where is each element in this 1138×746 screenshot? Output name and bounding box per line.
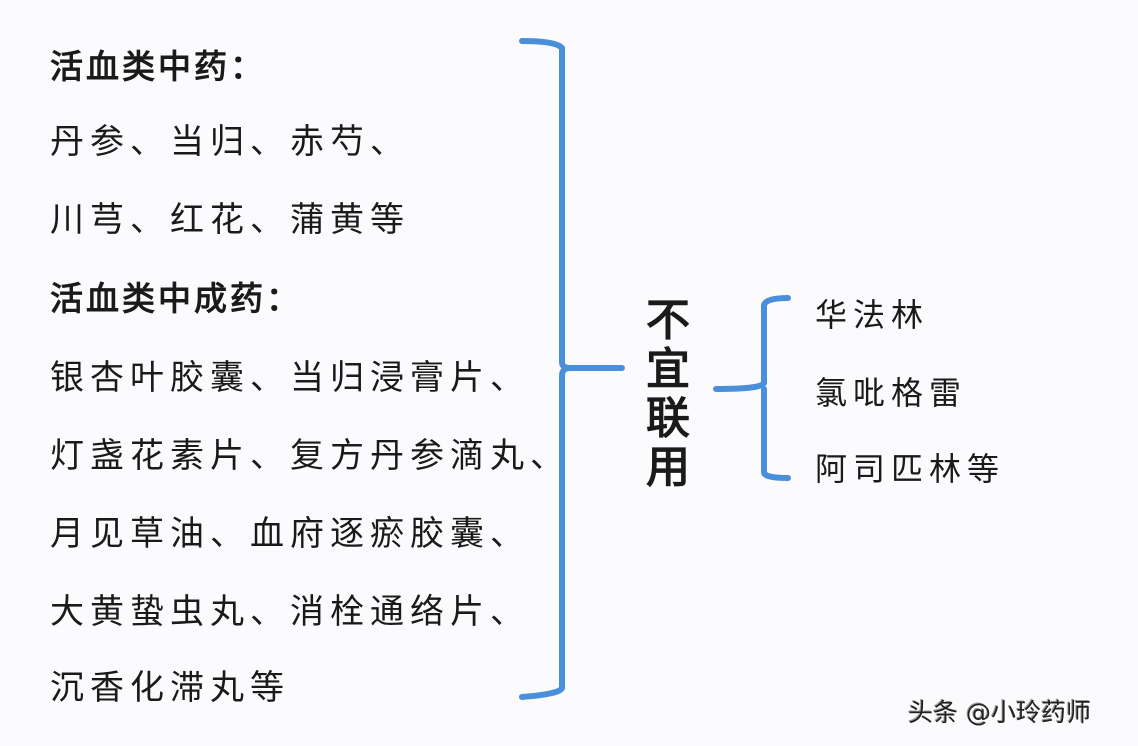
left-brace-icon bbox=[519, 38, 625, 700]
label-char: 联 bbox=[646, 393, 690, 444]
watermark: 头条 @小玲药师 bbox=[908, 698, 1091, 727]
drug-item-warfarin: 华法林 bbox=[815, 296, 930, 334]
label-char: 不 bbox=[646, 295, 690, 346]
patent-line-2: 灯盏花素片、复方丹参滴丸、 bbox=[50, 436, 570, 476]
herbs-line-2: 川芎、红花、蒲黄等 bbox=[50, 200, 410, 240]
patent-heading: 活血类中成药： bbox=[50, 279, 302, 318]
right-brace-icon bbox=[713, 295, 791, 481]
herbs-line-1: 丹参、当归、赤芍、 bbox=[50, 122, 410, 162]
drug-item-clopidogrel: 氯吡格雷 bbox=[815, 374, 968, 412]
not-combine-label: 不 宜 联 用 bbox=[640, 296, 696, 492]
drug-item-aspirin: 阿司匹林等 bbox=[815, 450, 1006, 488]
label-char: 宜 bbox=[646, 344, 690, 395]
label-char: 用 bbox=[646, 442, 690, 493]
patent-line-3: 月见草油、血府逐瘀胶囊、 bbox=[50, 514, 530, 554]
herbs-heading: 活血类中药： bbox=[50, 47, 266, 86]
patent-line-4: 大黄蛰虫丸、消栓通络片、 bbox=[50, 592, 530, 632]
patent-line-5: 沉香化滞丸等 bbox=[50, 668, 290, 708]
patent-line-1: 银杏叶胶囊、当归浸膏片、 bbox=[50, 358, 530, 398]
